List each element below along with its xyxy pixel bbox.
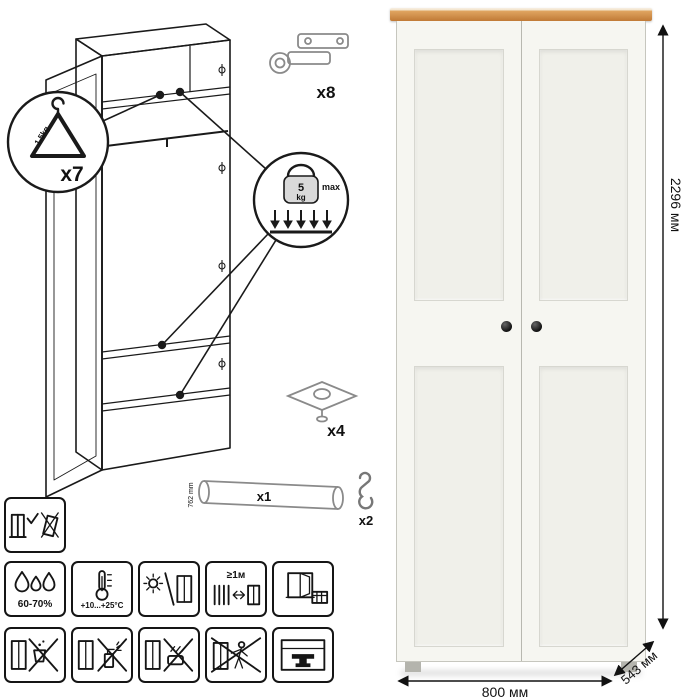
care-tile-humidity: 60-70% xyxy=(4,561,66,617)
temperature-label: +10...+25°С xyxy=(80,600,124,610)
load-unit: kg xyxy=(296,193,305,202)
wardrobe-shadow xyxy=(401,670,641,676)
right-door-top-panel xyxy=(538,49,628,301)
wardrobe-render xyxy=(390,8,652,676)
no-abrasive-icon xyxy=(144,638,194,672)
weight-icon xyxy=(283,163,319,204)
hook-icon xyxy=(358,471,374,510)
care-tile-no-water xyxy=(4,627,66,683)
level-surface-icon xyxy=(9,512,59,538)
wardrobe-foot-right xyxy=(621,662,637,672)
wardrobe-outline xyxy=(45,23,231,498)
assembly-diagram: 1.5kg x7 5 kg max xyxy=(6,23,374,528)
right-door-knob xyxy=(530,321,542,332)
humidity-icon xyxy=(14,570,56,592)
window-icon xyxy=(285,572,329,604)
rod-icon xyxy=(198,480,344,510)
rod-qty: x1 xyxy=(257,489,271,504)
height-dimension: 2296 мм xyxy=(657,24,684,630)
left-door-bottom-panel xyxy=(414,366,504,647)
heavy-load-icon xyxy=(280,639,326,671)
care-tile-no-abrasive xyxy=(138,627,200,683)
care-tile-sunlight xyxy=(138,561,200,617)
no-dragging-icon xyxy=(210,637,262,673)
care-tile-no-chemicals xyxy=(71,627,133,683)
care-tile-heat-distance: ≥1м xyxy=(205,561,267,617)
height-label: 2296 мм xyxy=(668,178,684,232)
sun-shade-icon xyxy=(143,572,193,606)
foot-icon xyxy=(285,381,359,423)
heat-distance-icon xyxy=(213,584,261,605)
load-value: 5 xyxy=(298,182,304,194)
wardrobe-top-trim xyxy=(390,8,652,21)
width-label: 800 мм xyxy=(482,684,529,700)
load-note: max xyxy=(322,182,340,192)
wardrobe-body xyxy=(396,21,646,662)
care-tile-heavy-load xyxy=(272,627,334,683)
rod-length: 762 mm xyxy=(188,482,195,507)
foot-qty: x4 xyxy=(327,423,345,440)
hinge-icon xyxy=(269,33,349,74)
hinge-marks xyxy=(218,64,226,370)
humidity-label: 60-70% xyxy=(17,598,53,610)
left-door-knob xyxy=(500,321,512,332)
hanger-qty: x7 xyxy=(60,163,83,186)
wardrobe-foot-left xyxy=(405,662,421,672)
hanger-callout: 1.5kg x7 xyxy=(6,90,165,194)
load-callout: 5 kg max xyxy=(157,87,350,400)
wardrobe-door-left xyxy=(397,21,521,661)
hinge-qty: x8 xyxy=(317,83,336,102)
no-water-icon xyxy=(10,638,59,672)
care-tile-ventilation xyxy=(272,561,334,617)
thermometer-icon xyxy=(95,569,112,601)
care-tile-temperature: +10...+25°С xyxy=(71,561,133,617)
heat-distance-label: ≥1м xyxy=(226,569,246,581)
no-chemicals-icon xyxy=(77,638,128,672)
wardrobe-door-right xyxy=(520,21,645,661)
care-tile-no-dragging xyxy=(205,627,267,683)
right-door-bottom-panel xyxy=(538,366,628,647)
load-arrows xyxy=(270,210,332,234)
left-door-top-panel xyxy=(414,49,504,301)
care-tile-level-surface xyxy=(4,497,66,553)
width-dimension: 800 мм xyxy=(397,675,613,700)
hook-qty: x2 xyxy=(359,513,373,528)
hanger-icon xyxy=(30,96,86,158)
